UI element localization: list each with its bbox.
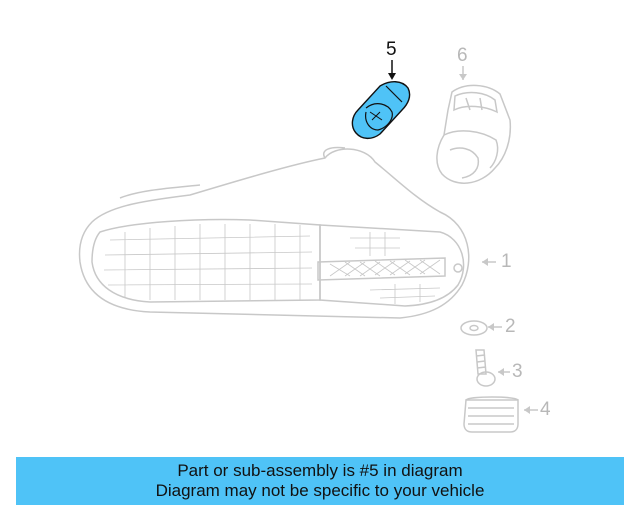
leader-arrow-3 [498, 368, 504, 376]
clip-part-4[interactable] [463, 396, 519, 433]
parts-diagram [78, 60, 538, 433]
leader-arrow-6 [459, 74, 467, 80]
leader-arrow-1 [482, 258, 488, 266]
callout-3[interactable]: 3 [512, 361, 523, 382]
callout-4[interactable]: 4 [540, 399, 551, 420]
callout-5[interactable]: 5 [386, 39, 397, 60]
screw-part-3[interactable] [475, 349, 496, 387]
banner-line-disclaimer: Diagram may not be specific to your vehi… [155, 481, 485, 500]
info-banner: Part or sub-assembly is #5 in diagram Di… [16, 457, 624, 505]
leader-arrow-4 [524, 406, 530, 414]
leader-arrow-5 [388, 73, 396, 80]
bulb-part-5[interactable] [351, 81, 411, 140]
lamp-assembly-part-1[interactable] [78, 146, 470, 319]
callout-6[interactable]: 6 [457, 45, 468, 66]
callout-2[interactable]: 2 [505, 316, 516, 337]
leader-arrow-2 [488, 323, 494, 331]
washer-part-2[interactable] [460, 320, 488, 336]
callout-1[interactable]: 1 [501, 251, 512, 272]
socket-part-6[interactable] [436, 84, 512, 184]
banner-line-part: Part or sub-assembly is #5 in diagram [177, 461, 463, 480]
